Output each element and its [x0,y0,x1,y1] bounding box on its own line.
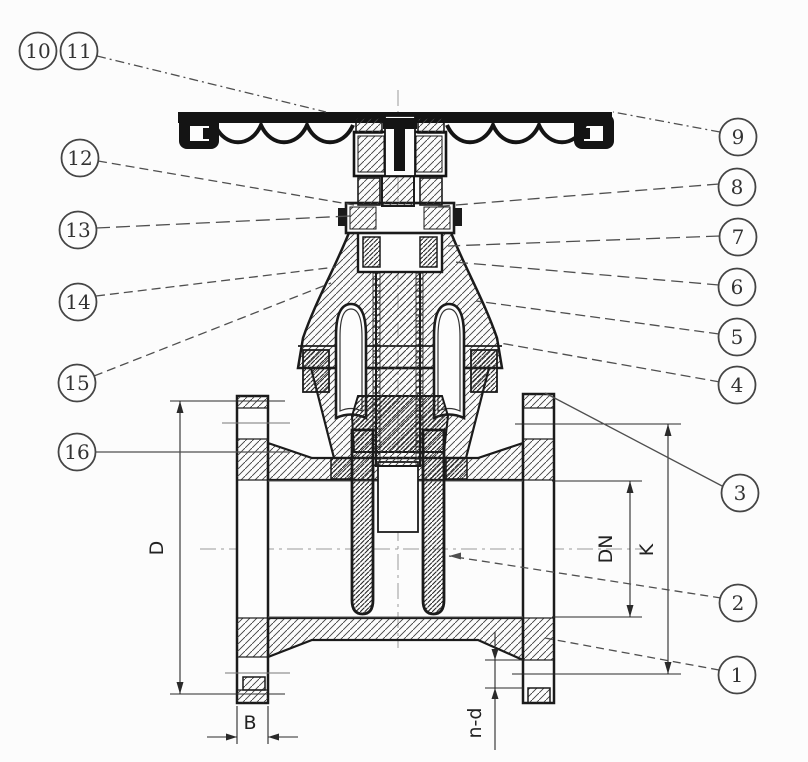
handwheel-cap-left-hook [203,128,209,139]
handwheel-hub-hatch-left [357,135,385,173]
packing-right [419,236,438,268]
callout-10: 10 [18,31,58,71]
callout-15: 15 [57,363,97,403]
stem-nut-cap [383,118,417,129]
callout-15-label: 15 [64,371,89,395]
callout-5-label: 5 [731,325,744,349]
callout-3: 3 [720,473,760,513]
callout-13-label: 13 [65,218,90,242]
leader-14 [95,266,337,297]
dim-label-D: D [146,541,168,556]
flange-bolt-centerlines [222,422,290,674]
dimension-K [512,423,681,675]
leader-10-11 [96,55,327,113]
body-bottom-wall [266,616,525,662]
callout-11-label: 11 [66,39,91,63]
callout-3-label: 3 [734,481,747,505]
leader-1 [544,637,720,671]
callout-14-label: 14 [65,290,90,314]
wedge-leg-left [350,428,375,616]
handwheel [178,112,614,178]
dim-label-DN: DN [595,535,617,564]
dim-label-B: B [243,712,256,734]
gland-collar-hatch-right [423,206,451,230]
handwheel-hub-hatch-right [415,135,443,173]
stem-thread-edge-right [415,257,424,467]
yoke-nut-flange-left [357,177,381,206]
leader-5 [475,300,720,335]
dim-label-n-d: n-d [464,708,486,739]
yoke-window-right-inner [437,308,461,412]
callout-13: 13 [58,210,98,250]
leader-8 [430,183,720,208]
callout-1: 1 [717,655,757,695]
callout-9: 9 [718,117,758,157]
callout-balloons: 10 11 12 13 14 15 16 9 [18,31,760,695]
callout-5: 5 [717,317,757,357]
handwheel-cap-right-hook [584,128,590,139]
leader-9 [612,111,721,133]
stem-assembly [338,151,462,467]
callout-4: 4 [717,365,757,405]
callout-6-label: 6 [731,275,744,299]
callout-7: 7 [718,217,758,257]
callout-11: 11 [59,31,99,71]
dimension-n-d [485,632,523,750]
leader-2 [448,555,722,599]
leader-2-arrow [449,552,461,560]
gland-collar-hatch-left [349,206,377,230]
right-flange [521,392,556,705]
stem-threaded [375,257,421,467]
callout-14: 14 [58,282,98,322]
seat-ring-left [330,457,353,480]
leader-4 [499,342,721,383]
callout-6: 6 [717,267,757,307]
yoke-nut-flange-right [419,177,443,206]
leader-3 [544,392,725,488]
callout-16-label: 16 [64,440,89,464]
seat-ring-right [445,457,468,480]
leader-15 [93,282,332,377]
dimension-D [170,400,285,695]
callout-12-label: 12 [67,146,92,170]
callout-16: 16 [57,432,97,472]
stem-nut-shank [394,129,405,171]
callout-8: 8 [717,167,757,207]
callout-9-label: 9 [732,125,745,149]
handwheel-spokes-right [445,119,587,145]
stem-thread-edge-left [372,257,381,467]
dimension-B [207,706,298,744]
callout-10-label: 10 [25,39,50,63]
callout-7-label: 7 [732,225,745,249]
stem-lower-end [377,461,419,533]
wedge-leg-right [421,428,446,616]
handwheel-spokes-left [213,119,355,145]
bonnet-bolt-right [470,349,498,393]
handwheel-hub-block-right [417,117,445,134]
leader-lines [93,55,725,671]
leader-6 [453,261,720,286]
callout-4-label: 4 [731,373,744,397]
leader-13 [95,215,351,229]
callout-2: 2 [718,583,758,623]
gland-bolt-right [454,208,462,226]
yoke-window-right [432,302,466,421]
callout-2-label: 2 [732,591,745,615]
leader-12 [97,160,355,206]
callout-12: 12 [60,138,100,178]
callout-1-label: 1 [731,663,744,687]
callout-8-label: 8 [731,175,744,199]
dim-label-K: K [636,543,658,556]
leader-7 [447,235,721,247]
packing-left [362,236,381,268]
handwheel-hub-block-left [355,117,383,134]
bonnet-bolt-left [302,349,330,393]
left-flange [235,394,270,705]
dimension-DN [552,480,642,618]
yoke-window-left-inner [339,308,363,412]
